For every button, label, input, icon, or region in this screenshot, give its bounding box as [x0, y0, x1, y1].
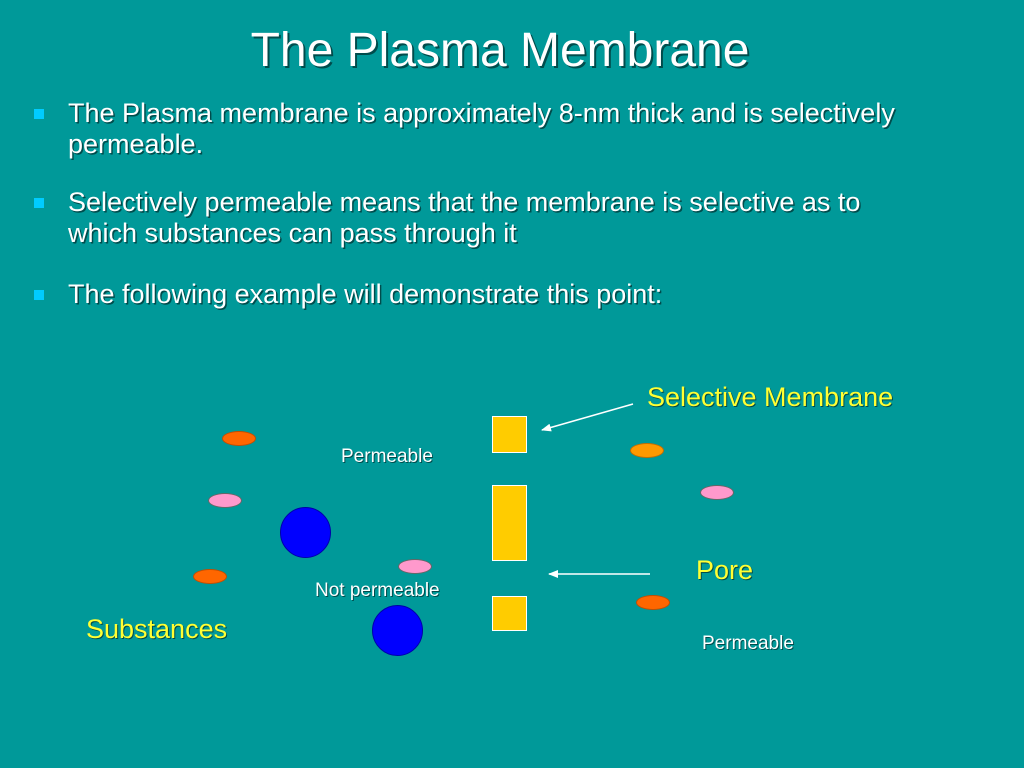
- membrane-block-top: [492, 416, 527, 453]
- square-bullet-icon: [34, 290, 44, 300]
- membrane-block-bottom: [492, 596, 527, 631]
- substance-blue-circle: [280, 507, 331, 558]
- permeable-label-bottom: Permeable: [702, 633, 794, 654]
- membrane-pointer-arrow: [541, 403, 634, 432]
- not-permeable-label: Not permeable: [315, 580, 440, 601]
- selective-membrane-label: Selective Membrane: [647, 382, 894, 412]
- substance-orange-oval: [636, 595, 670, 610]
- substance-amber-oval: [630, 443, 664, 458]
- square-bullet-icon: [34, 109, 44, 119]
- membrane-block-middle: [492, 485, 527, 561]
- bullet-text: The following example will demonstrate t…: [68, 279, 663, 309]
- substance-pink-oval: [208, 493, 242, 508]
- bullet-text: The Plasma membrane is approximately 8-n…: [68, 98, 895, 159]
- substances-label: Substances: [86, 614, 228, 644]
- slide-title: The Plasma Membrane: [250, 24, 750, 77]
- substance-pink-oval: [700, 485, 734, 500]
- bullet-item: The Plasma membrane is approximately 8-n…: [32, 98, 932, 160]
- bullet-item: The following example will demonstrate t…: [32, 279, 932, 310]
- permeable-label-top: Permeable: [341, 446, 433, 467]
- bullet-item: Selectively permeable means that the mem…: [32, 187, 932, 249]
- square-bullet-icon: [34, 198, 44, 208]
- pore-label: Pore: [696, 555, 754, 585]
- substance-orange-oval: [222, 431, 256, 446]
- substance-blue-circle: [372, 605, 423, 656]
- substance-orange-oval: [193, 569, 227, 584]
- substance-pink-oval: [398, 559, 432, 574]
- bullet-text: Selectively permeable means that the mem…: [68, 187, 861, 248]
